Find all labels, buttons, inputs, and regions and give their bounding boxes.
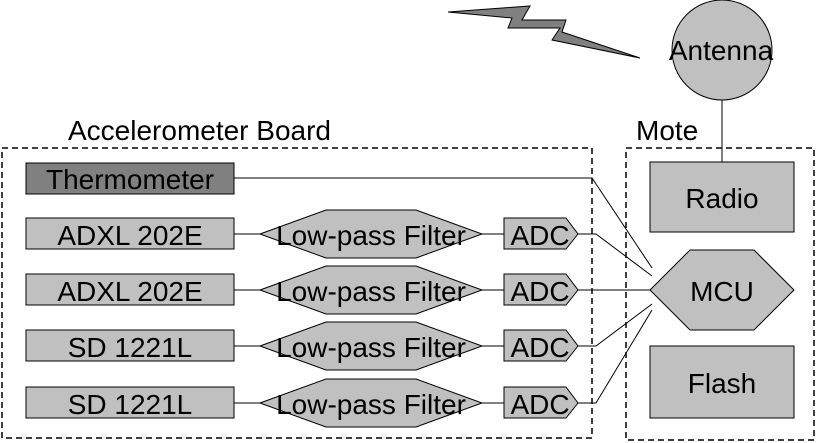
adc-shape bbox=[503, 386, 579, 419]
adc-mcu-wire bbox=[578, 303, 653, 347]
radio-box bbox=[649, 161, 795, 233]
channel-row: SD 1221L Low-pass Filter ADC bbox=[25, 309, 653, 428]
thermometer-wire bbox=[234, 177, 653, 269]
lightning-bolt-icon bbox=[447, 5, 641, 59]
sensor-box bbox=[25, 273, 235, 306]
sensor-box bbox=[25, 386, 235, 419]
channel-row: ADXL 202E Low-pass Filter ADC bbox=[25, 265, 650, 315]
sensor-label: ADXL 202E bbox=[57, 276, 202, 307]
channel-row: SD 1221L Low-pass Filter ADC bbox=[25, 303, 653, 371]
adc-shape bbox=[503, 329, 579, 362]
flash-label: Flash bbox=[688, 368, 756, 399]
mote-label: Mote bbox=[636, 115, 698, 146]
filter-label: Low-pass Filter bbox=[276, 276, 466, 307]
filter-label: Low-pass Filter bbox=[276, 220, 466, 251]
filter-label: Low-pass Filter bbox=[276, 389, 466, 420]
sensor-label: SD 1221L bbox=[68, 389, 193, 420]
sensor-label: ADXL 202E bbox=[57, 220, 202, 251]
radio-label: Radio bbox=[685, 183, 758, 214]
sensor-label: SD 1221L bbox=[68, 332, 193, 363]
channel-row: ADXL 202E Low-pass Filter ADC bbox=[25, 209, 653, 277]
filter-label: Low-pass Filter bbox=[276, 332, 466, 363]
accel-board-label: Accelerometer Board bbox=[68, 115, 331, 146]
antenna-label: Antenna bbox=[669, 35, 774, 66]
adc-shape bbox=[503, 217, 579, 250]
accel-board-frame bbox=[1, 147, 593, 439]
mcu-shape bbox=[649, 249, 795, 331]
adc-shape bbox=[503, 273, 579, 306]
flash-box bbox=[649, 345, 795, 419]
adc-label: ADC bbox=[510, 389, 569, 420]
adc-label: ADC bbox=[510, 332, 569, 363]
adc-mcu-wire bbox=[578, 309, 653, 404]
mote-frame bbox=[625, 147, 815, 441]
mcu-label: MCU bbox=[690, 276, 754, 307]
thermometer-label: Thermometer bbox=[46, 164, 214, 195]
adc-label: ADC bbox=[510, 220, 569, 251]
adc-label: ADC bbox=[510, 276, 569, 307]
sensor-box bbox=[25, 217, 235, 250]
thermometer-box bbox=[25, 162, 235, 195]
adc-mcu-wire bbox=[578, 233, 653, 277]
